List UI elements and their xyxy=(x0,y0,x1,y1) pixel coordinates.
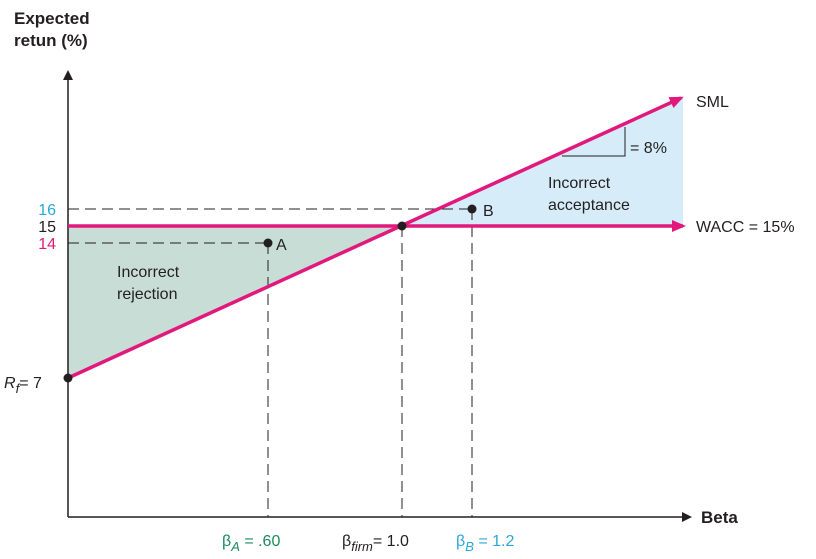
x-tick-beta-b: βB = 1.2 xyxy=(456,533,514,554)
rejection-label-line2: rejection xyxy=(117,286,177,303)
y-axis-label-line1: Expected xyxy=(14,9,90,28)
guide-lines xyxy=(68,208,473,517)
slope-indicator xyxy=(562,127,626,157)
acceptance-label-line2: acceptance xyxy=(548,197,630,214)
point-firm xyxy=(397,221,407,231)
rf-label: Rf= 7 xyxy=(4,375,42,396)
slope-label: = 8% xyxy=(630,140,667,157)
point-a-label: A xyxy=(276,237,287,254)
x-axis-label: Beta xyxy=(701,508,738,527)
x-tick-beta-firm: βfirm= 1.0 xyxy=(342,533,409,554)
sml-line xyxy=(67,96,684,380)
y-tick-14: 14 xyxy=(38,236,56,253)
rejection-label-line1: Incorrect xyxy=(117,264,180,281)
wacc-label: WACC = 15% xyxy=(696,219,795,236)
acceptance-label-line1: Incorrect xyxy=(548,175,611,192)
y-tick-16: 16 xyxy=(38,202,56,219)
y-tick-15: 15 xyxy=(38,219,56,236)
point-rf xyxy=(63,373,73,383)
point-b xyxy=(467,204,477,214)
y-axis-label-line2: retun (%) xyxy=(14,31,88,50)
x-tick-beta-a: βA = .60 xyxy=(222,533,280,554)
sml-label: SML xyxy=(696,94,729,111)
point-b-label: B xyxy=(483,203,494,220)
point-a xyxy=(263,238,273,248)
